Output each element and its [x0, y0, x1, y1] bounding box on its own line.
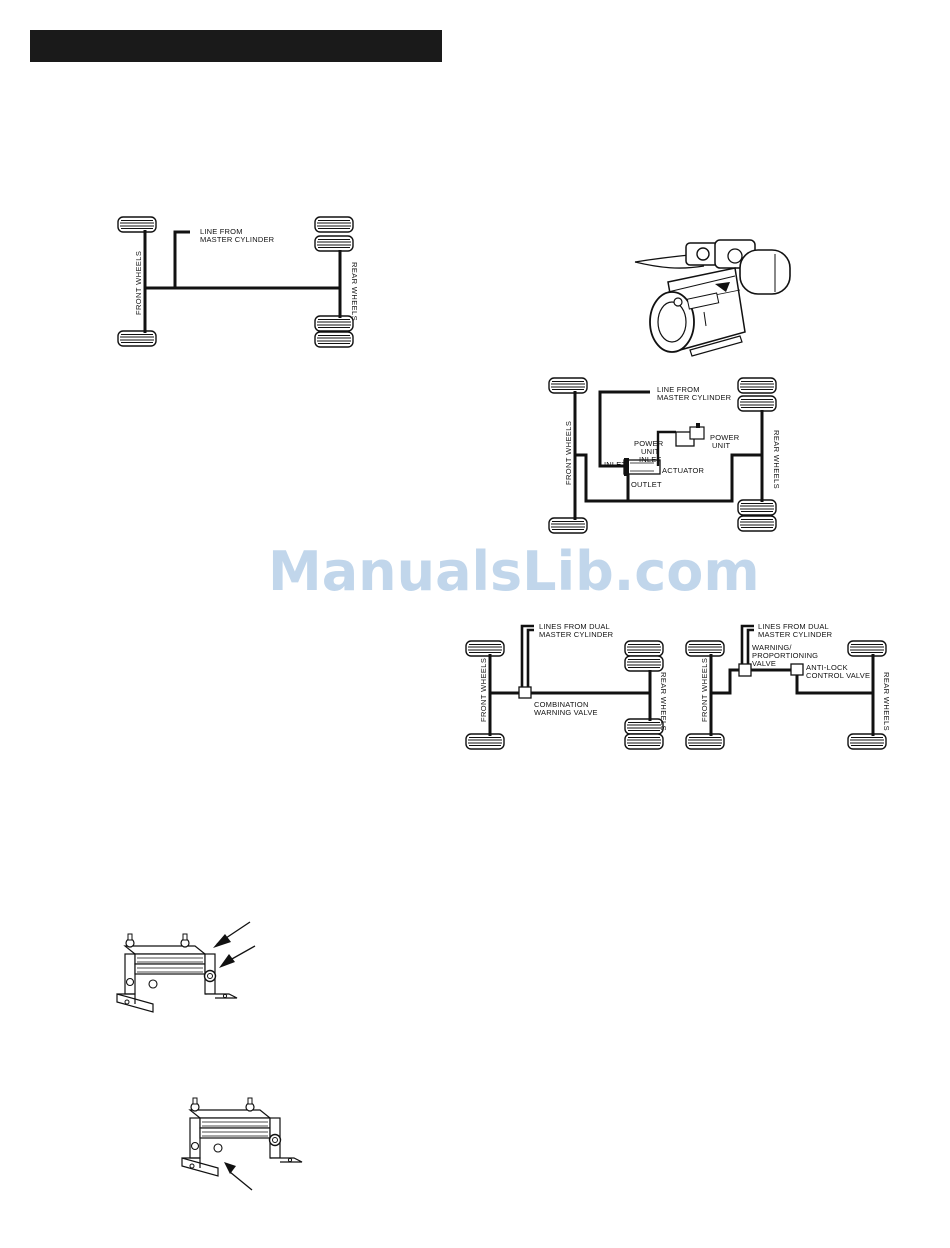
rear-left-tire-outer: [314, 216, 354, 233]
d4-warning-label-1: WARNING/: [752, 643, 792, 652]
wheel-cylinder-illustration-1: [116, 921, 256, 1013]
d3-front-left-tire: [465, 640, 505, 657]
d3-front-wheels-label: FRONT WHEELS: [479, 658, 488, 722]
d4-rear-right-tire: [847, 733, 887, 750]
d3-rear-right-tire-outer: [624, 733, 664, 750]
single-system-diagram: LINE FROM MASTER CYLINDER FRONT WHEELS R…: [117, 216, 359, 348]
d2-rear-right-tire-inner: [737, 499, 777, 516]
d3-master-cylinder-label: MASTER CYLINDER: [539, 630, 614, 639]
d4-antilock-label-2: CONTROL VALVE: [806, 671, 870, 680]
d4-front-right-tire: [685, 733, 725, 750]
d4-master-cylinder-label: MASTER CYLINDER: [758, 630, 833, 639]
d2-power-unit-inlet-label-3: INLET: [639, 455, 661, 464]
rear-right-tire-inner: [314, 315, 354, 332]
d3-rear-wheels-label: REAR WHEELS: [659, 672, 668, 731]
d4-warning-label-2: PROPORTIONING: [752, 651, 818, 660]
watermark: ManualsLib.com: [268, 540, 760, 603]
d2-front-right-tire: [548, 517, 588, 534]
rear-right-tire-outer: [314, 331, 354, 348]
d2-power-unit-label-2: UNIT: [712, 441, 731, 450]
d3-rear-left-tire-outer: [624, 640, 664, 657]
d2-inlet-label: INLET: [604, 460, 626, 469]
front-left-tire: [117, 216, 157, 233]
d4-rear-left-tire: [847, 640, 887, 657]
d4-antilock-label-1: ANTI-LOCK: [806, 663, 848, 672]
d2-outlet-label: OUTLET: [631, 480, 662, 489]
power-system-diagram: LINE FROM MASTER CYLINDER POWER UNIT INL…: [548, 377, 781, 534]
header-bar: [30, 30, 442, 62]
d1-rear-wheels-label: REAR WHEELS: [350, 262, 359, 321]
d2-power-unit-inlet-label-1: POWER: [634, 439, 664, 448]
d2-rear-left-tire-outer: [737, 377, 777, 394]
rear-left-tire-inner: [314, 235, 354, 252]
d1-line-from-label: LINE FROM: [200, 227, 243, 236]
d3-lines-from-dual-label: LINES FROM DUAL: [539, 622, 610, 631]
d2-rear-wheels-label: REAR WHEELS: [772, 430, 781, 489]
wheel-cylinder-illustration-2: [181, 1097, 303, 1191]
d3-warning-valve-label: WARNING VALVE: [534, 708, 598, 717]
d2-power-unit-inlet-label-2: UNIT: [641, 447, 660, 456]
d1-front-wheels-label: FRONT WHEELS: [134, 251, 143, 315]
d2-front-left-tire: [548, 377, 588, 394]
d2-actuator-label: ACTUATOR: [662, 466, 705, 475]
power-unit-illustration: [634, 239, 791, 357]
d4-warning-label-3: VALVE: [752, 659, 776, 668]
d3-rear-left-tire-inner: [624, 655, 664, 672]
d2-line-from-label: LINE FROM: [657, 385, 700, 394]
d2-rear-right-tire-outer: [737, 515, 777, 532]
d2-master-cylinder-label: MASTER CYLINDER: [657, 393, 732, 402]
d3-combination-label: COMBINATION: [534, 700, 589, 709]
dual-combination-diagram: LINES FROM DUAL MASTER CYLINDER COMBINAT…: [465, 622, 668, 750]
d4-rear-wheels-label: REAR WHEELS: [882, 672, 891, 731]
front-right-tire: [117, 330, 157, 347]
d1-master-cylinder-label: MASTER CYLINDER: [200, 235, 275, 244]
d2-rear-left-tire-inner: [737, 395, 777, 412]
d3-rear-right-tire-inner: [624, 718, 664, 735]
d4-lines-from-dual-label: LINES FROM DUAL: [758, 622, 829, 631]
d2-power-unit-label-1: POWER: [710, 433, 740, 442]
d3-front-right-tire: [465, 733, 505, 750]
dual-antilock-diagram: LINES FROM DUAL MASTER CYLINDER WARNING/…: [685, 622, 891, 750]
d2-front-wheels-label: FRONT WHEELS: [564, 421, 573, 485]
d4-front-left-tire: [685, 640, 725, 657]
d4-front-wheels-label: FRONT WHEELS: [700, 658, 709, 722]
